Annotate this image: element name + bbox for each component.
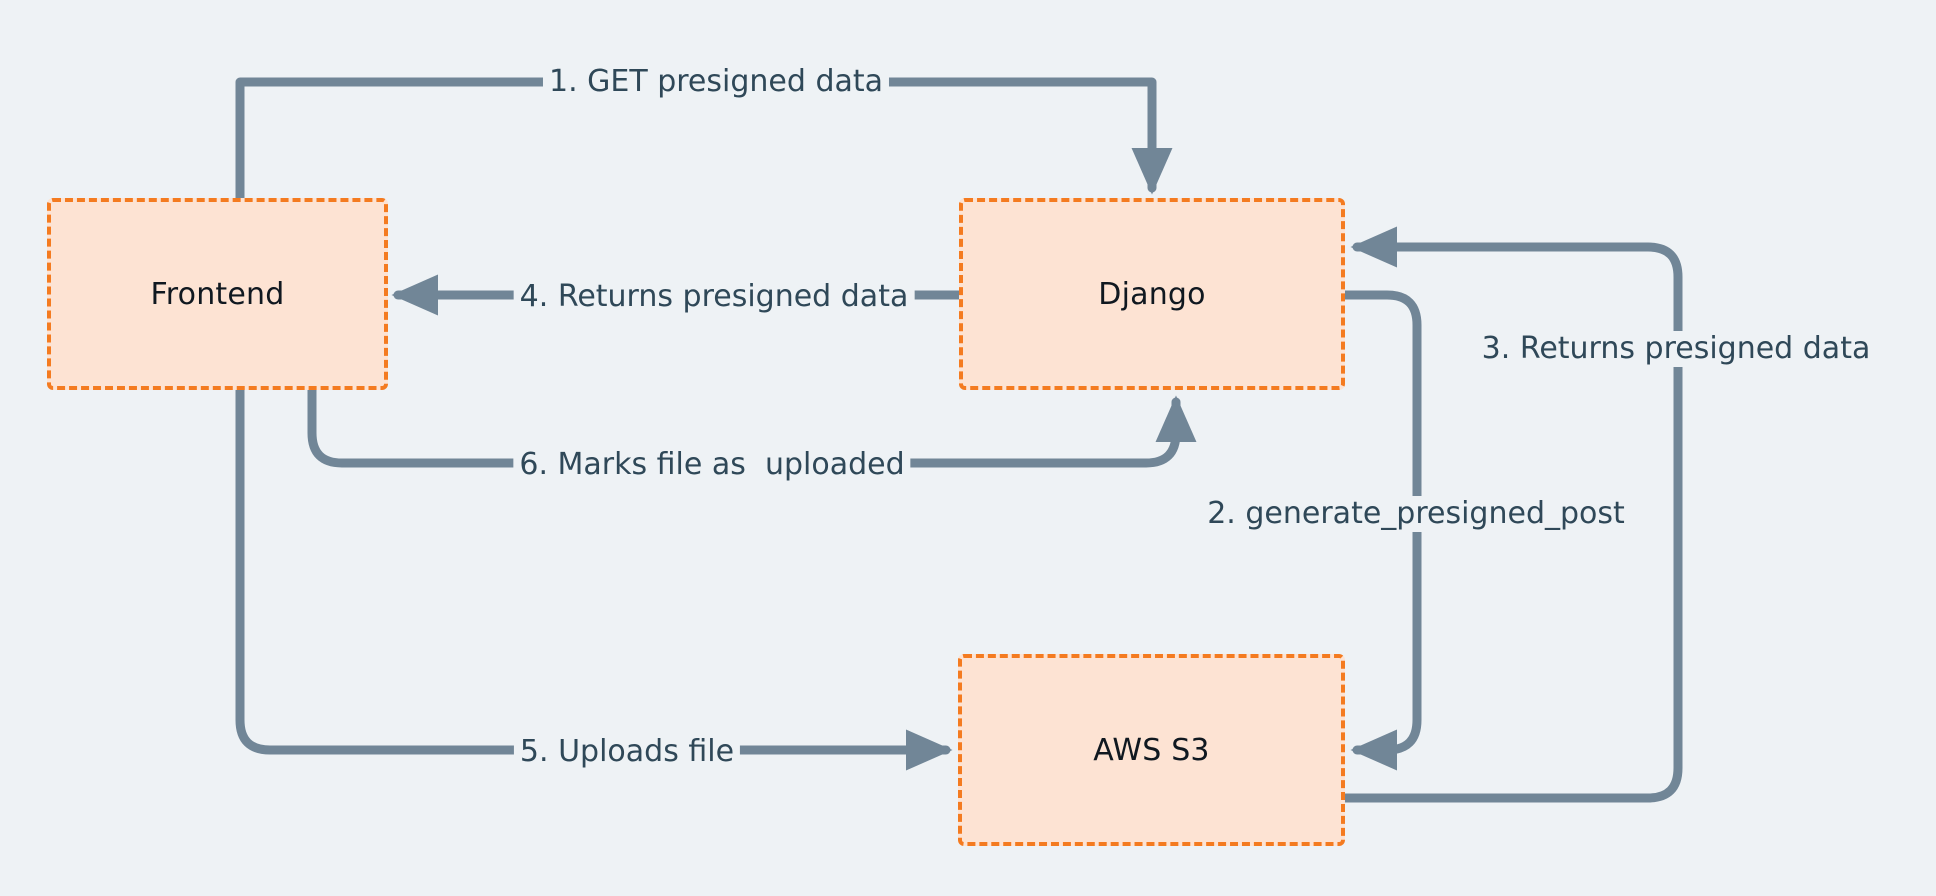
node-frontend[interactable]: Frontend (47, 198, 388, 390)
node-django-label: Django (1098, 276, 1206, 312)
edge-path-3 (1340, 226, 1683, 803)
edge-label-4: 4. Returns presigned data (513, 279, 915, 315)
edge-label-3: 3. Returns presigned data (1475, 331, 1877, 367)
edge-label-5: 5. Uploads file (513, 734, 741, 770)
edge-label-2: 2. generate_presigned_post (1201, 496, 1631, 532)
node-django[interactable]: Django (959, 198, 1345, 390)
edge-label-6: 6. Marks file as uploaded (513, 447, 911, 483)
edge-path-5 (235, 385, 953, 771)
node-frontend-label: Frontend (150, 276, 285, 312)
node-aws-s3-label: AWS S3 (1093, 732, 1210, 768)
edge-label-1: 1. GET presigned data (542, 64, 890, 100)
node-aws-s3[interactable]: AWS S3 (958, 654, 1345, 846)
